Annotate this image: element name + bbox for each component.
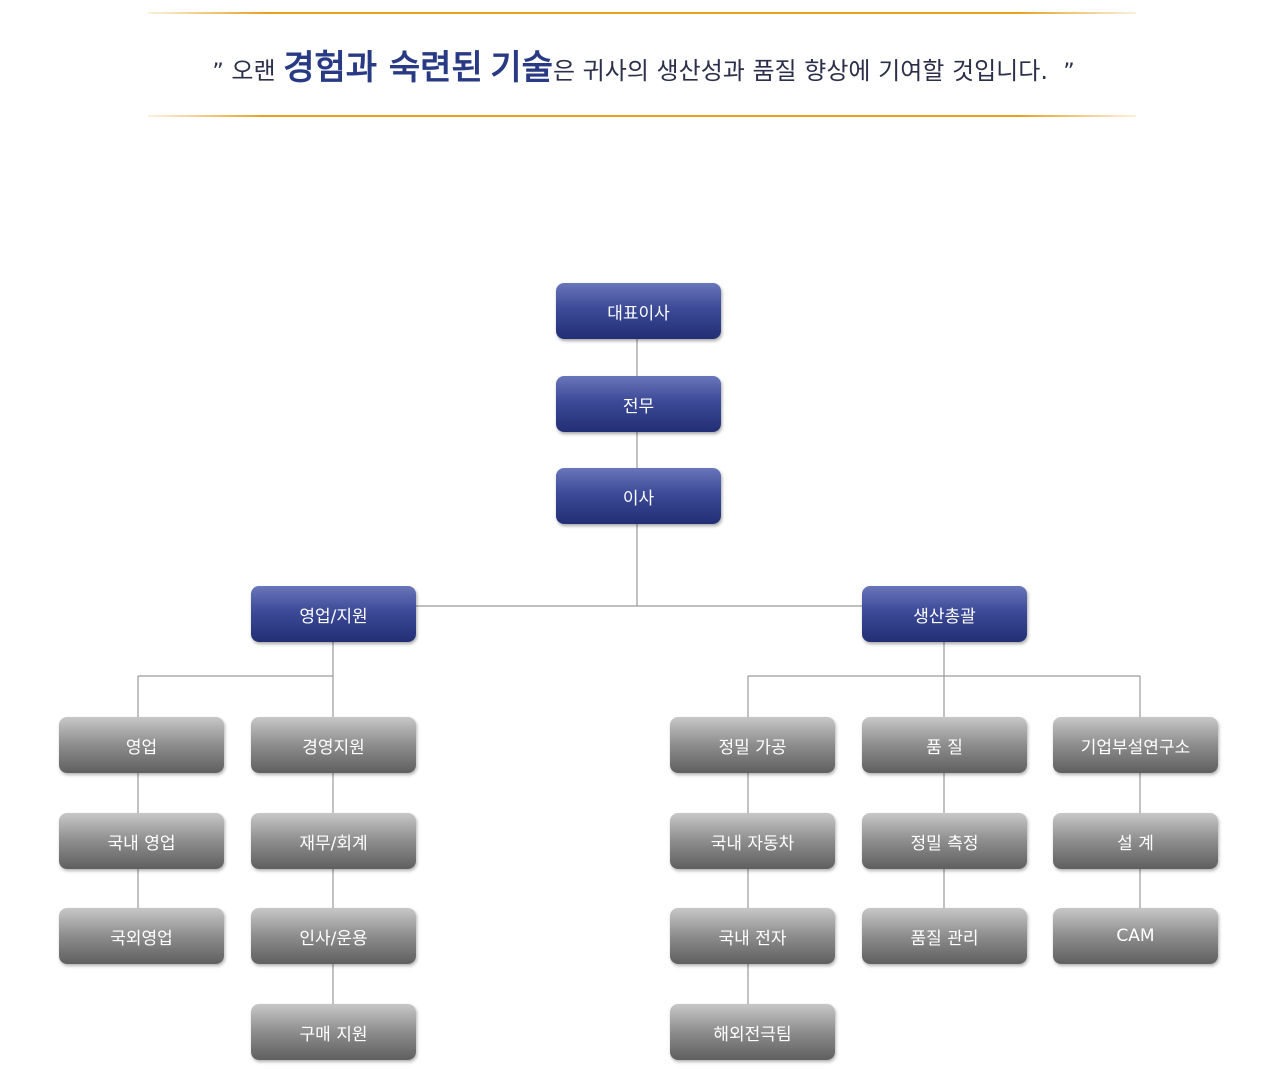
top-divider (148, 12, 1136, 14)
org-node-quality: 품 질 (862, 717, 1027, 773)
slogan-open-quote: ” (212, 60, 224, 85)
org-node-research-lab-label: 기업부설연구소 (1080, 737, 1191, 758)
org-node-managing-director: 전무 (556, 376, 721, 432)
org-node-sales: 영업 (59, 717, 224, 773)
org-node-quality-label: 품 질 (926, 737, 963, 758)
org-node-precision-machining-label: 정밀 가공 (718, 737, 787, 758)
org-node-management-support-label: 경영지원 (302, 737, 365, 758)
org-node-precision-machining: 정밀 가공 (670, 717, 835, 773)
org-node-ceo-label: 대표이사 (607, 303, 670, 324)
org-node-production: 생산총괄 (862, 586, 1027, 642)
org-node-quality-control-label: 품질 관리 (910, 928, 979, 949)
org-node-overseas-sales: 국외영업 (59, 908, 224, 964)
org-node-purchasing-support-label: 구매 지원 (299, 1024, 368, 1045)
org-node-managing-director-label: 전무 (622, 396, 655, 417)
org-node-finance-accounting-label: 재무/회계 (299, 833, 368, 854)
org-node-overseas-electrode-team: 해외전극팀 (670, 1004, 835, 1060)
slogan-prefix: 오랜 (231, 57, 276, 85)
org-node-ceo: 대표이사 (556, 283, 721, 339)
org-node-quality-control: 품질 관리 (862, 908, 1027, 964)
org-node-hr-operations: 인사/운용 (251, 908, 416, 964)
org-node-overseas-sales-label: 국외영업 (110, 928, 173, 949)
org-node-precision-measurement-label: 정밀 측정 (910, 833, 979, 854)
org-node-director: 이사 (556, 468, 721, 524)
org-node-sales-support-label: 영업/지원 (299, 606, 368, 627)
org-node-cam-label: CAM (1116, 926, 1155, 946)
org-node-domestic-electronics-label: 국내 전자 (718, 928, 787, 949)
org-node-domestic-automotive: 국내 자동차 (670, 813, 835, 869)
org-node-domestic-sales-label: 국내 영업 (107, 833, 176, 854)
slogan-close-quote: ” (1063, 60, 1075, 85)
org-node-sales-label: 영업 (125, 737, 158, 758)
org-node-research-lab: 기업부설연구소 (1053, 717, 1218, 773)
org-node-purchasing-support: 구매 지원 (251, 1004, 416, 1060)
org-node-director-label: 이사 (622, 488, 655, 509)
slogan-suffix: 은 귀사의 생산성과 품질 향상에 기여할 것입니다. (552, 57, 1048, 85)
org-node-sales-support: 영업/지원 (251, 586, 416, 642)
org-node-finance-accounting: 재무/회계 (251, 813, 416, 869)
org-node-production-label: 생산총괄 (913, 606, 976, 627)
org-node-domestic-sales: 국내 영업 (59, 813, 224, 869)
org-node-hr-operations-label: 인사/운용 (299, 928, 368, 949)
bottom-divider (148, 115, 1136, 117)
org-node-cam: CAM (1053, 908, 1218, 964)
org-node-design-label: 설 계 (1117, 833, 1154, 854)
org-node-domestic-electronics: 국내 전자 (670, 908, 835, 964)
slogan: ” 오랜 경험과 숙련된 기술은 귀사의 생산성과 품질 향상에 기여할 것입니… (0, 40, 1287, 101)
org-node-management-support: 경영지원 (251, 717, 416, 773)
slogan-highlight-experience: 경험과 숙련된 (283, 48, 483, 88)
org-node-design: 설 계 (1053, 813, 1218, 869)
org-node-domestic-automotive-label: 국내 자동차 (710, 833, 795, 854)
org-node-precision-measurement: 정밀 측정 (862, 813, 1027, 869)
org-node-overseas-electrode-team-label: 해외전극팀 (713, 1024, 792, 1045)
slogan-highlight-technology: 기술 (490, 48, 553, 88)
